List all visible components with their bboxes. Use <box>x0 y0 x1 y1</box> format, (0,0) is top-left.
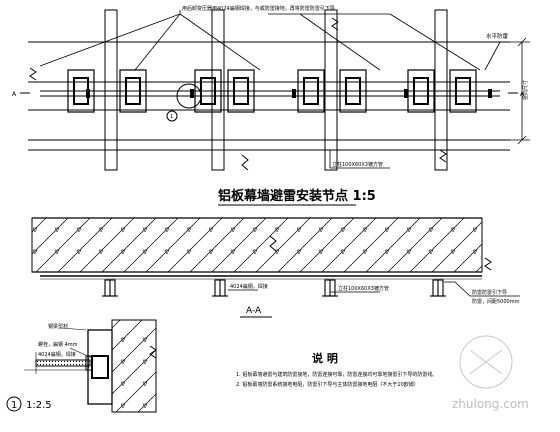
section-marker-left: A <box>12 91 17 98</box>
detail-view <box>24 319 157 413</box>
section-marker-right: A <box>520 91 525 98</box>
detail-label-top: 钢梁型材 <box>48 323 68 330</box>
flat-bar <box>40 90 500 97</box>
plan-right-dim: 竖向尺寸 <box>522 80 529 100</box>
detail-scale: 1:2.5 <box>26 400 52 411</box>
section-right-note-2: 防雷，间距5000mm <box>472 298 520 305</box>
section-view <box>31 217 520 297</box>
notes-item-2: 2. 铝板幕墙防雷系统接地电阻，防雷引下导与主体防雷接地电阻（不大于10欧姆） <box>236 381 419 388</box>
plan-view <box>20 9 530 171</box>
detail-wall <box>111 319 157 413</box>
section-flat-bar-note: 4024扁钢，焊接 <box>230 283 268 290</box>
plan-right-note: 水平防雷 <box>486 32 509 40</box>
break-symbols <box>29 17 447 171</box>
detail-label-b: 4024扁钢，焊接 <box>38 351 76 358</box>
section-label: A-A <box>246 306 262 316</box>
detail-ref-number: 1 <box>170 114 173 120</box>
detail-number: 1 <box>11 400 17 411</box>
detail-label-a: 螺栓，扁钢 4mm <box>38 341 78 348</box>
right-dimension <box>510 37 530 145</box>
plan-top-note: 用后卸变压器用4024扁钢焊接，与或防雷接地，再将防雷防雷引下导 <box>182 5 335 12</box>
leader-lines <box>39 10 501 169</box>
notes-heading: 说 明 <box>312 351 338 365</box>
concrete-slab <box>31 217 483 273</box>
section-brackets <box>102 279 446 297</box>
detail-number-circle <box>6 396 22 412</box>
watermark-text: zhulong.com <box>452 397 529 411</box>
section-right-note-1: 防雷防雷引下导 <box>472 289 507 296</box>
plan-bottom-note: 立柱100X60X3镀方管 <box>332 161 383 168</box>
detail-callout-circle <box>176 83 202 109</box>
watermark-logo <box>459 335 513 389</box>
notes-item-1: 1. 铝板幕墙避雷与建筑防雷接地，防雷连接可靠，防雷连接均可靠地接雷引下导的防雷… <box>236 371 437 378</box>
drawing-title: 铝板幕墙避雷安装节点 1:5 <box>218 188 376 204</box>
weld-marks <box>86 89 492 98</box>
detail-flat-bar <box>35 359 91 367</box>
section-tube-note: 立柱100X60X3镀方管 <box>338 285 389 292</box>
mullions <box>104 9 448 171</box>
